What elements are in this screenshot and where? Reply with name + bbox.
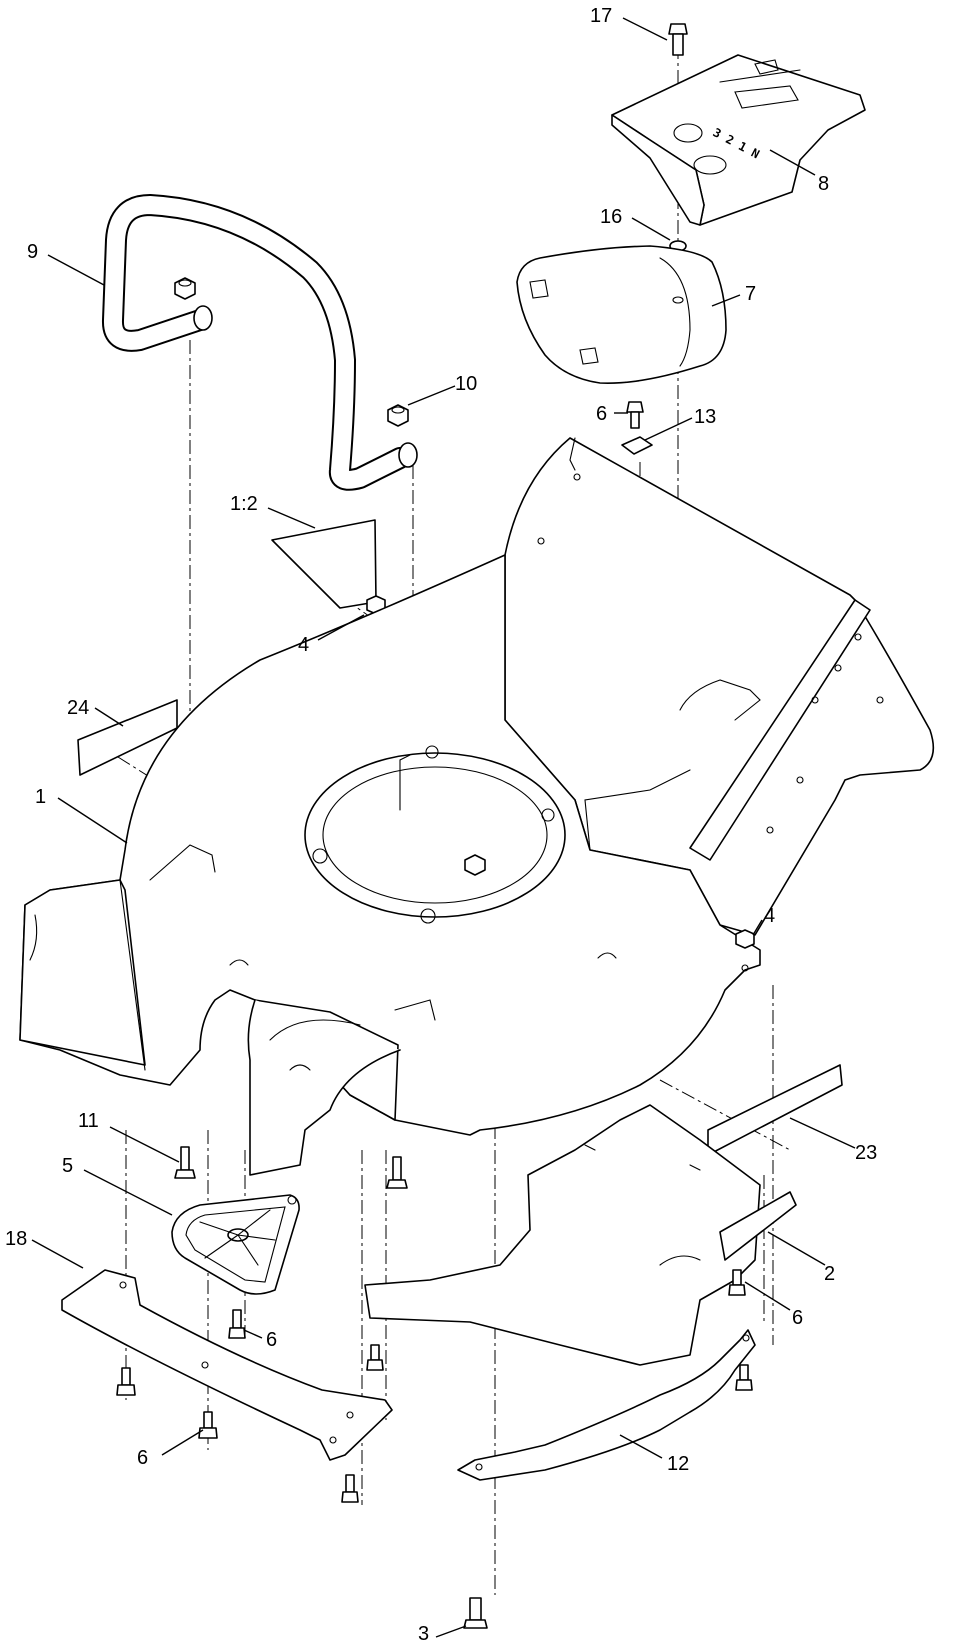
callout-4: 4 xyxy=(298,634,309,656)
decal-part-1-2 xyxy=(271,519,377,609)
callout-24: 24 xyxy=(67,697,89,719)
callout-11: 11 xyxy=(78,1110,99,1132)
callout-8: 8 xyxy=(818,173,829,195)
callout-6-bottom: 6 xyxy=(137,1447,148,1469)
callout-13: 13 xyxy=(694,406,716,428)
callout-16: 16 xyxy=(600,206,622,228)
callout-6: 6 xyxy=(596,403,607,425)
callout-9: 9 xyxy=(27,241,38,263)
callout-6-left: 6 xyxy=(266,1329,277,1351)
callout-10: 10 xyxy=(455,373,477,395)
nut-part-9-top xyxy=(174,277,196,300)
callout-23: 23 xyxy=(855,1142,877,1164)
shift-plate-part-8: 3 2 1 N xyxy=(611,54,866,226)
callout-1: 1 xyxy=(35,786,46,808)
leader-lines xyxy=(31,17,856,1638)
skid-part-12 xyxy=(457,1329,756,1481)
pulley-guard-part-5 xyxy=(171,1194,300,1295)
bolt-part-17 xyxy=(668,23,688,56)
callout-4-right: 4 xyxy=(764,905,775,927)
callout-18: 18 xyxy=(5,1228,27,1250)
skid-part-18 xyxy=(61,1269,393,1461)
lower-deck-section xyxy=(364,1104,761,1366)
callout-17: 17 xyxy=(590,5,612,27)
callout-6-right: 6 xyxy=(792,1307,803,1329)
baffle-part-2 xyxy=(719,1191,797,1261)
clip-part-13 xyxy=(621,436,653,455)
callout-1-2: 1:2 xyxy=(230,493,258,515)
callout-2: 2 xyxy=(824,1263,835,1285)
cover-part-7 xyxy=(516,245,727,384)
handle-bar-part-9 xyxy=(102,194,418,491)
callout-3: 3 xyxy=(418,1623,429,1642)
deck-part-1 xyxy=(19,437,935,1176)
callout-12: 12 xyxy=(667,1453,689,1475)
bolt-part-6-top xyxy=(626,401,644,429)
callout-7: 7 xyxy=(745,283,756,305)
callout-5: 5 xyxy=(62,1155,73,1177)
bolts-group xyxy=(116,1146,753,1629)
callout-labels: 17 8 16 7 9 10 6 13 1:2 4 24 1 4 11 23 5… xyxy=(5,5,877,1642)
nut-part-10 xyxy=(387,404,409,427)
